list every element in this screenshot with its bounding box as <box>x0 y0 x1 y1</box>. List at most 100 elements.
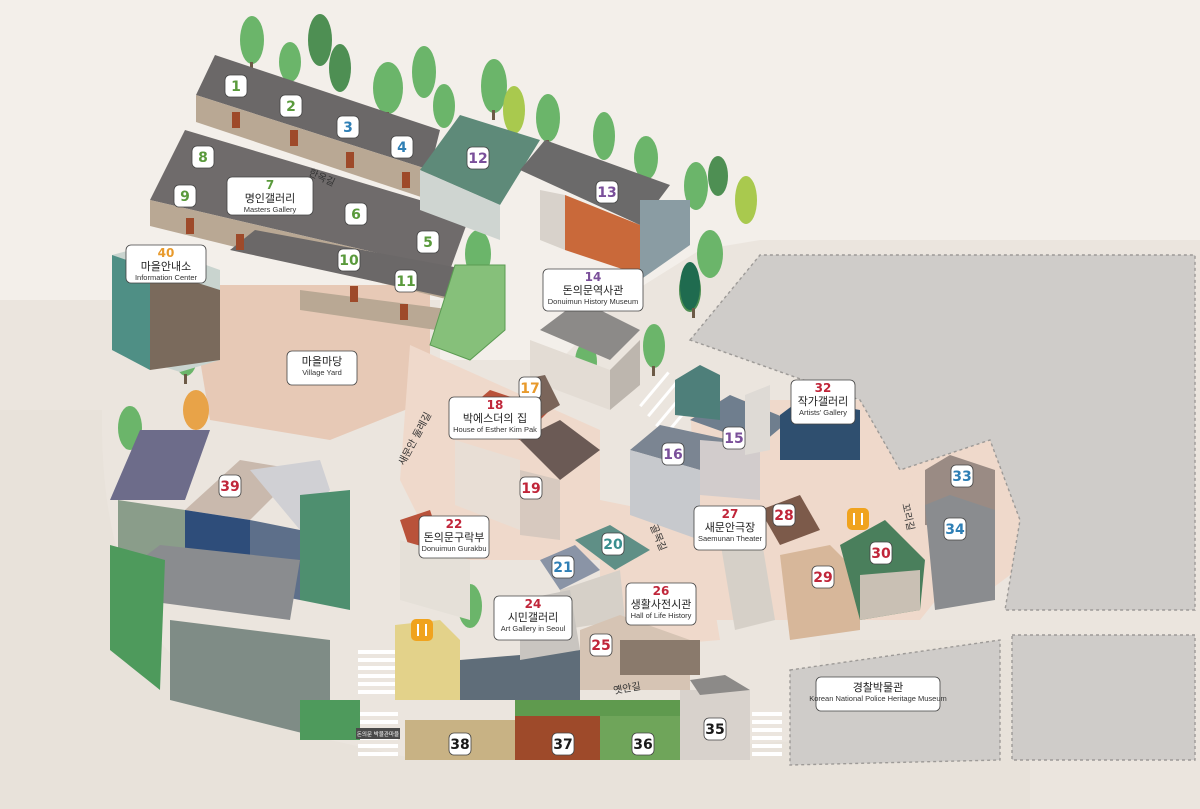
label-english: Hall of Life History <box>631 611 692 620</box>
marker-number: 34 <box>945 522 965 538</box>
marker-number: 29 <box>813 570 832 586</box>
marker-box <box>519 476 543 500</box>
building-marker-12[interactable]: 12 <box>466 146 490 170</box>
building-marker-16[interactable]: 16 <box>661 442 685 466</box>
building-marker-9[interactable]: 9 <box>173 184 197 208</box>
building-marker-35[interactable]: 35 <box>703 717 727 741</box>
marker-box <box>772 503 796 527</box>
marker-number: 37 <box>553 737 572 753</box>
marker-number: 10 <box>339 253 359 269</box>
label-box <box>815 676 941 712</box>
label-number: 7 <box>266 178 274 192</box>
marker-number: 39 <box>220 479 239 495</box>
label-korean: 돈의문구락부 <box>424 531 485 544</box>
building-marker-29[interactable]: 29 <box>811 565 835 589</box>
building-marker-30[interactable]: 30 <box>869 541 893 565</box>
restaurant-icon <box>847 508 869 530</box>
building-marker-21[interactable]: 21 <box>551 555 575 579</box>
building-marker-25[interactable]: 25 <box>589 633 613 657</box>
label-korean: 경찰박물관 <box>853 681 904 694</box>
marker-box <box>344 202 368 226</box>
marker-box <box>950 464 974 488</box>
marker-number: 19 <box>521 481 540 497</box>
building-marker-3[interactable]: 3 <box>336 115 360 139</box>
building-marker-8[interactable]: 8 <box>191 145 215 169</box>
building-marker-38[interactable]: 38 <box>448 732 472 756</box>
building-marker-28[interactable]: 28 <box>772 503 796 527</box>
label-number: 26 <box>653 584 670 598</box>
marker-number: 15 <box>724 431 743 447</box>
marker-box <box>416 230 440 254</box>
building-marker-4[interactable]: 4 <box>390 135 414 159</box>
marker-box <box>336 115 360 139</box>
label-number: 24 <box>525 597 542 611</box>
marker-box <box>943 517 967 541</box>
building-marker-34[interactable]: 34 <box>943 517 967 541</box>
marker-box <box>601 532 625 556</box>
label-english: Donuimun History Museum <box>548 297 638 306</box>
building-marker-33[interactable]: 33 <box>950 464 974 488</box>
label-korean: 돈의문역사관 <box>563 284 624 297</box>
marker-number: 33 <box>952 469 971 485</box>
marker-number: 38 <box>450 737 469 753</box>
label-korean: 마을안내소 <box>141 260 192 273</box>
label-korean: 명인갤러리 <box>245 192 296 205</box>
marker-box <box>722 426 746 450</box>
building-marker-6[interactable]: 6 <box>344 202 368 226</box>
marker-box <box>869 541 893 565</box>
building-marker-37[interactable]: 37 <box>551 732 575 756</box>
label-box <box>448 396 542 440</box>
label-box <box>286 350 358 386</box>
marker-number: 1 <box>231 79 241 95</box>
label-english: Artists' Gallery <box>799 408 847 417</box>
label-korean: 새문안극장 <box>705 521 756 534</box>
building-marker-5[interactable]: 5 <box>416 230 440 254</box>
building-marker-17[interactable]: 17 <box>518 376 542 400</box>
building-marker-15[interactable]: 15 <box>722 426 746 450</box>
marker-box <box>811 565 835 589</box>
label-box <box>226 176 314 216</box>
marker-number: 20 <box>603 537 623 553</box>
marker-number: 6 <box>351 207 361 223</box>
marker-box <box>279 94 303 118</box>
marker-box <box>595 180 619 204</box>
label-number: 40 <box>158 246 175 260</box>
label-english: Art Gallery in Seoul <box>501 624 566 633</box>
marker-box <box>551 732 575 756</box>
marker-box <box>466 146 490 170</box>
marker-number: 17 <box>520 381 539 397</box>
building-marker-2[interactable]: 2 <box>279 94 303 118</box>
building-marker-13[interactable]: 13 <box>595 180 619 204</box>
label-english: Donuimun Gurakbu <box>421 544 486 553</box>
parking-lot-east <box>688 254 1196 611</box>
label-number: 22 <box>446 517 463 531</box>
building-marker-11[interactable]: 11 <box>394 269 418 293</box>
marker-number: 35 <box>705 722 724 738</box>
building-marker-1[interactable]: 1 <box>224 74 248 98</box>
marker-number: 8 <box>198 150 208 166</box>
marker-box <box>703 717 727 741</box>
building-marker-39[interactable]: 39 <box>218 474 242 498</box>
building-marker-10[interactable]: 10 <box>337 248 361 272</box>
building-marker-20[interactable]: 20 <box>601 532 625 556</box>
building-marker-36[interactable]: 36 <box>631 732 655 756</box>
marker-box <box>173 184 197 208</box>
marker-number: 13 <box>597 185 616 201</box>
marker-number: 2 <box>286 99 296 115</box>
marker-number: 4 <box>397 140 407 156</box>
green-lawn <box>429 264 506 361</box>
marker-number: 3 <box>343 120 353 136</box>
building-marker-19[interactable]: 19 <box>519 476 543 500</box>
crosswalk-east <box>752 712 782 756</box>
